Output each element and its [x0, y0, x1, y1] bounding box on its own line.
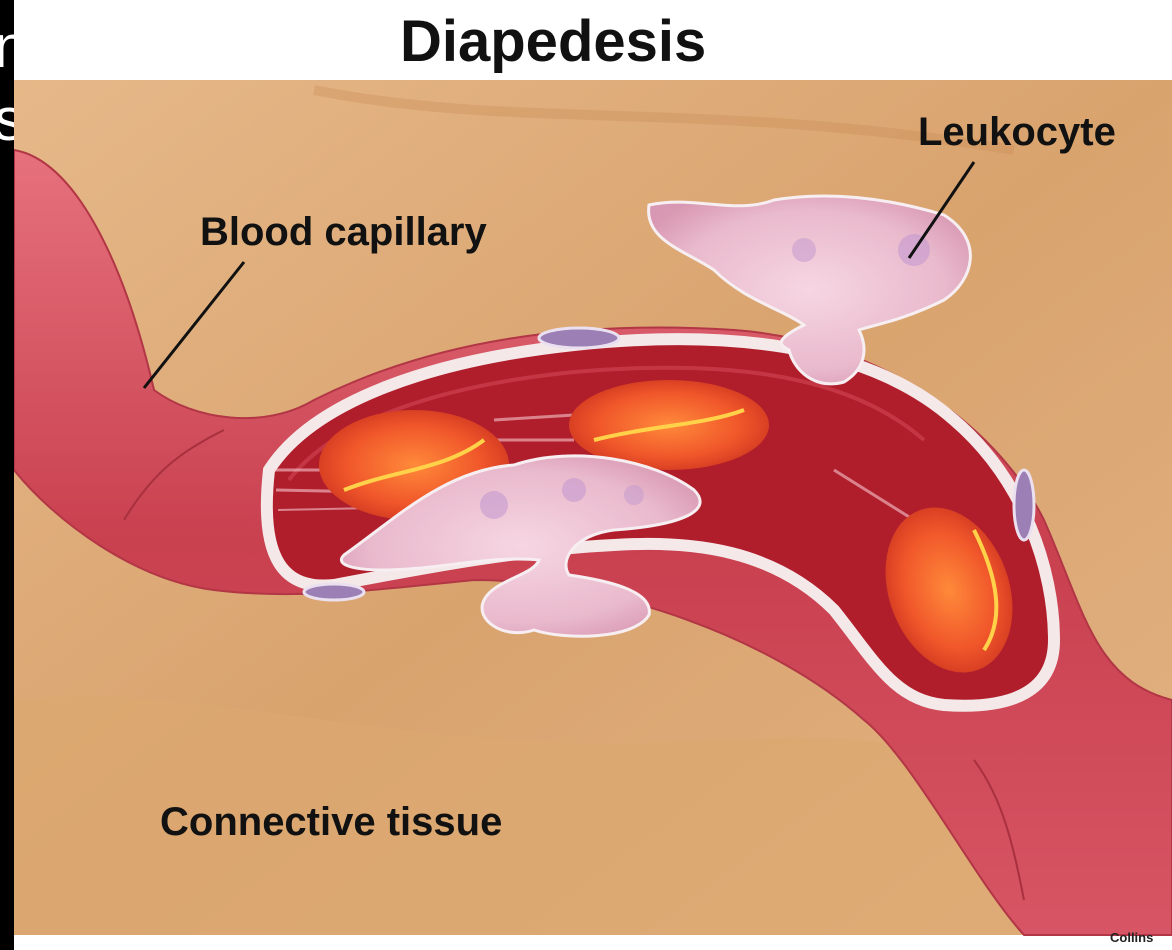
endothelial-nucleus — [304, 584, 364, 600]
endothelial-nucleus — [1014, 470, 1034, 540]
clipped-slide-text: n — [0, 12, 14, 81]
label-blood-capillary: Blood capillary — [200, 210, 487, 255]
endothelial-nucleus — [539, 328, 619, 348]
label-leukocyte: Leukocyte — [918, 110, 1116, 155]
clipped-slide-text: s — [0, 85, 14, 154]
diagram-title: Diapedesis — [400, 8, 706, 75]
publisher-credit: Collins — [1110, 930, 1153, 945]
label-connective-tissue: Connective tissue — [160, 800, 502, 845]
